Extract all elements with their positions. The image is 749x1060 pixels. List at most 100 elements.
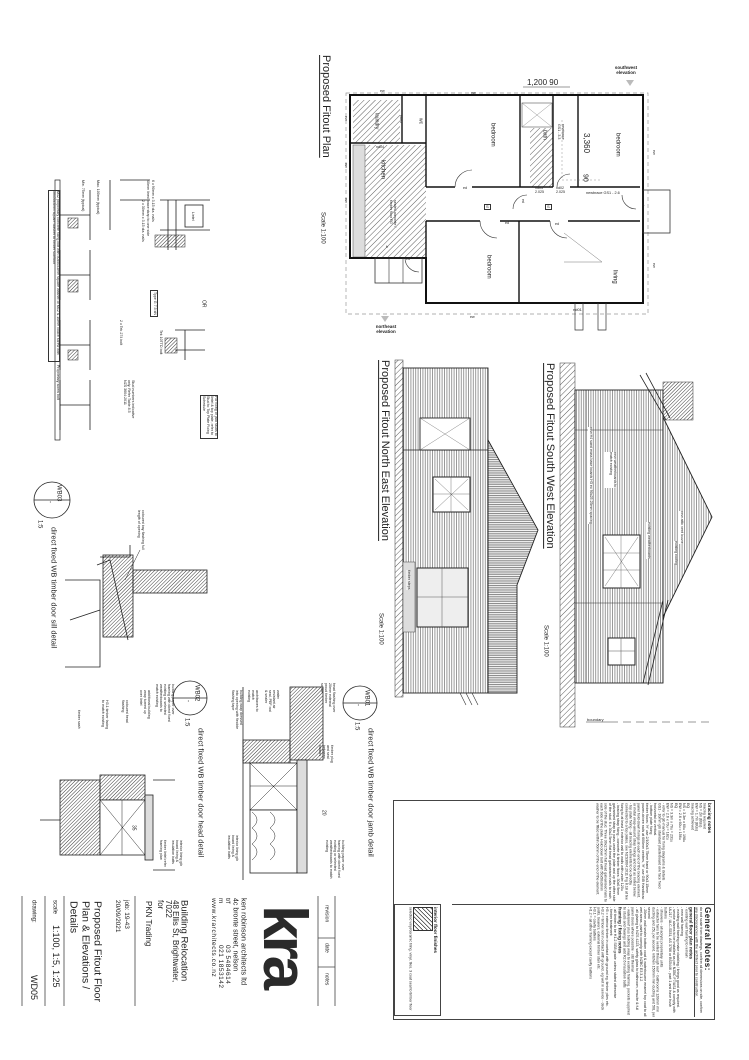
title-block-frame [21, 896, 336, 1006]
newbrace-label-1: newbrace GS1 - 3.3 [557, 124, 565, 140]
room-label-living: living [611, 270, 618, 284]
firm-name: ken robinson architects ltd [239, 898, 249, 986]
floor-finishes-heading: interior floor finishes [433, 907, 438, 953]
floor-finish-hatch-swatch [412, 907, 433, 931]
bracing-note: EW = 1.7m (BUs) [694, 803, 699, 832]
date-header: date [323, 943, 330, 953]
sheet-title-line-2: Plan & Elevations / [79, 901, 92, 990]
door-tag-ed: ed [505, 221, 509, 225]
room-label-bedroom-3: bedroom [485, 255, 492, 279]
wb03-scale: 1:5 [36, 520, 43, 529]
floor-finishes-text: selected vinyl/ceramic tiling, vinyl, ti… [408, 907, 413, 1011]
ne-elevation-scale: Scale 1:100 [377, 613, 384, 645]
scale-value: 1:100, 1:5, 1:25 [50, 925, 61, 988]
framing-note: H1.2 = all other framing except cavity b… [588, 907, 593, 980]
wb02-scale: 1:5 [183, 718, 190, 727]
bracing-note: - bracing strap fixing - concrete & timb… [595, 803, 621, 902]
room-label-bedroom-1: bedroom [489, 123, 496, 147]
existing-roofing-label: existing roofing [673, 541, 678, 566]
vent-label: new attic vent louvre [679, 511, 684, 544]
wall-tag-ew: ew [470, 315, 475, 319]
floor-plan-title: Proposed Fitout Plan [320, 55, 333, 158]
dimension-depth: 3,360 [581, 133, 591, 154]
bracing-note: - refer to gib manual for fixing diagram… [661, 803, 666, 881]
wb03-sheet: - [46, 501, 53, 503]
framing-label: 2 x Tek 274 bolt [119, 320, 123, 346]
framing-notes-heading: framing / fixing notes [617, 907, 623, 954]
wall-tag-ew: ew [343, 163, 348, 168]
bracing-notes: bracing notes bracing required NS = 2m (… [452, 801, 714, 905]
sheet-title-line-3: Details [67, 901, 80, 934]
fridge-label: fr [386, 245, 389, 249]
room-label-kitchen: kitchen [379, 160, 386, 180]
wb02-tag: WB02 [193, 685, 200, 702]
bracing-notes-heading: bracing notes [707, 803, 712, 834]
firm-phone: 03 5484614 [224, 945, 232, 985]
drawing-label: drawing: [30, 900, 37, 923]
wall-tag-ew: ew [471, 91, 476, 95]
wb01-dimension: 20 [320, 810, 327, 816]
sw-elevation-scale: Scale 1:100 [542, 625, 549, 657]
wb02-dimension: 35 [130, 825, 137, 831]
revision-header: revision [323, 905, 330, 923]
door-tag-nd05: nd05 [398, 115, 403, 123]
firm-mobile: 021 1853142 [217, 945, 225, 989]
bracing-note: - bottom plate fixing [649, 803, 654, 835]
room-label-bath: bath [541, 130, 548, 140]
framing-note: H3.1 = cavity battens [592, 907, 597, 941]
wb01-label: interior lining gib board lining & insul… [227, 835, 239, 862]
dimension-width: 1,200 90 [527, 78, 559, 88]
sw-elevation-title: Proposed Fitout South West Elevation [544, 363, 557, 549]
bracing-note: timber floors: 'H' use 2/100x3.75mm hand… [632, 803, 649, 900]
wall-tag-ew: ew [380, 89, 385, 93]
bracing-note: NS = 3.3m x 60u = 198u [682, 803, 687, 842]
bracing-note: bracing required [702, 803, 707, 829]
drawing-date: 20/09/2021 [114, 900, 122, 933]
floor-plan-note: - extractor fans to be vented through ro… [647, 907, 660, 1018]
wb02-sheet: - [184, 700, 191, 702]
bracing-note: EQ [686, 803, 691, 809]
wall-tag-ew: ew [343, 198, 348, 203]
framing-note: - all timber to be H1.2 SG8 grade unless… [613, 907, 617, 999]
door-tag-ed: ed [640, 202, 645, 206]
framing-label: Type G 7.5 kN [150, 290, 158, 317]
wb01-scale: 1:5 [353, 722, 360, 731]
nd03-label: nd03 [535, 186, 543, 190]
dimension-width-90: 90 [549, 78, 559, 87]
drawing-number: WD05 [28, 975, 39, 1001]
framing-label: Min. 75mm (typical) [80, 180, 85, 212]
wb02-drawing [40, 680, 208, 871]
door-tag-ed: ed [520, 199, 525, 203]
steps-label: timber steps [406, 570, 411, 590]
floor-plan-note: - existing wall framing make cladding / … [676, 907, 681, 1008]
kra-logo: kra [250, 905, 318, 987]
framing-label: Lintel [190, 212, 195, 221]
bracing-note: EW = 2.6 x 70u = 182u [665, 803, 670, 840]
base-boards-label: new H4 sand mass base boards H3 ex 90x25… [588, 427, 593, 524]
floor-plan-note: - waterproof plus building wrap to exist… [622, 907, 631, 1015]
general-notes-heading: General Notes: [703, 907, 712, 971]
wb01-label: architraves to match existing [247, 690, 259, 712]
new-weatherboards-label: new weatherboards to match existing [604, 452, 617, 488]
framing-label: M12 proprietary concrete fixing bolt wit… [48, 190, 60, 362]
framing-note: - timber treatment: [608, 907, 613, 937]
wb02-label: additional building wrap turned up over … [139, 690, 151, 719]
wb03-label: coloured bay flashing full length of ope… [137, 510, 145, 550]
framing-label: 6 x 90mm x 3.15 dia. nails [150, 180, 155, 222]
framing-note: H3.2 = timber not in contact with ground… [596, 907, 605, 1011]
floor-finish-note: sealed concrete / timber floor FG [389, 200, 397, 228]
wb01-label: building wrap dressed into opening with … [231, 690, 243, 730]
nd02-height: 2.025 [556, 189, 565, 194]
wb02-label: timber sash [76, 710, 81, 729]
wb02-title: direct fixed WB timber door head detail [196, 728, 206, 858]
door-tag-ed: ed [555, 222, 559, 226]
wb01-label: building paper over framing with direct … [325, 840, 345, 879]
scale-label: scale [51, 900, 58, 915]
wb01-label: water resistant air seal, PEF rod & seal… [264, 690, 280, 712]
dimension-width-value: 1,200 [527, 78, 548, 87]
framing-label: Max. 100mm (typical) [95, 180, 100, 215]
firm-website: www.krarchitects.co.nz [210, 898, 218, 978]
wb01-label: head flashing over 20mm external proud t… [320, 683, 336, 713]
firm-mobile-label: m [217, 898, 225, 904]
